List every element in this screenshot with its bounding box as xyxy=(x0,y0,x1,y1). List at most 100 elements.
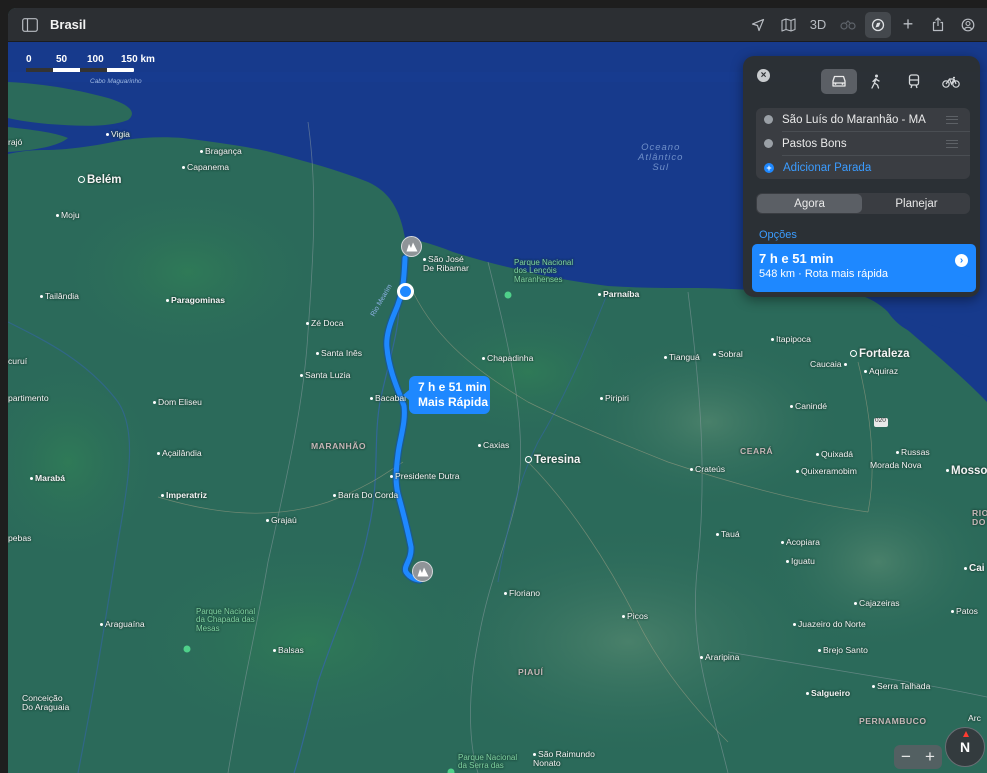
stop-destination[interactable]: Pastos Bons xyxy=(756,132,970,155)
city-label: curuí xyxy=(8,356,28,366)
plan-tab[interactable]: Planejar xyxy=(895,197,938,210)
add-stop-button[interactable]: + Adicionar Parada xyxy=(756,156,970,179)
route-callout-label: Mais Rápida xyxy=(418,395,489,409)
city-label: Morada Nova xyxy=(870,460,922,470)
city-label: Cajazeiras xyxy=(854,598,900,608)
city-label: Paragominas xyxy=(166,295,225,305)
route-callout-time: 7 h e 51 min xyxy=(418,380,487,394)
park-label: Parque Nacional dos Lençóis Maranhenses xyxy=(514,258,574,284)
tracking-icon[interactable] xyxy=(865,11,891,38)
city-label: São Raimundo Nonato xyxy=(533,749,595,769)
route-details-chevron-icon[interactable]: › xyxy=(955,254,968,267)
stop-origin[interactable]: São Luís do Maranhão - MA xyxy=(756,108,970,131)
city-label: Vigia xyxy=(106,129,130,139)
city-label: Barra Do Corda xyxy=(333,490,398,500)
reorder-handle-icon[interactable] xyxy=(946,116,958,124)
maps-window: Brasil 3D + xyxy=(8,8,987,773)
city-label-teresina: Teresina xyxy=(525,454,580,466)
route-option-time: 7 h e 51 min xyxy=(759,251,834,266)
city-label: Itapipoca xyxy=(771,334,811,344)
sidebar-toggle-icon[interactable] xyxy=(22,17,38,32)
add-stop-label: Adicionar Parada xyxy=(783,161,872,174)
origin-pin[interactable] xyxy=(401,236,422,257)
account-icon[interactable] xyxy=(955,12,981,38)
city-label: Araguaína xyxy=(100,619,145,629)
destination-pin[interactable] xyxy=(412,561,433,582)
city-label: Mosso xyxy=(946,465,987,477)
route-option-detail: 548 km · Rota mais rápida xyxy=(759,268,888,280)
map-mode-icon[interactable] xyxy=(775,12,801,38)
city-label: Aquiraz xyxy=(864,366,898,376)
landmark-icon xyxy=(406,242,417,251)
compass-button[interactable]: N xyxy=(945,727,985,767)
now-tab[interactable]: Agora xyxy=(757,194,862,213)
map-canvas[interactable]: 0 50 100 150 km Cabo Maguarinho Oceano A… xyxy=(8,42,987,773)
city-label: Cai xyxy=(964,563,985,575)
city-label: Zé Doca xyxy=(306,318,343,328)
city-label: Tauá xyxy=(716,529,740,539)
city-label: Caxias xyxy=(478,440,509,450)
city-label: pebas xyxy=(8,533,32,543)
park-label: Parque Nacional da Serra das xyxy=(458,753,518,771)
transit-mode-button[interactable] xyxy=(896,69,932,94)
city-label: Capanema xyxy=(182,162,229,172)
state-label: CEARÁ xyxy=(740,446,774,456)
city-label: Quixeramobim xyxy=(796,466,857,476)
city-label: Caucaia xyxy=(810,359,849,369)
city-label: Acopiara xyxy=(781,537,820,547)
ocean-label: Oceano Atlântico Sul xyxy=(638,142,684,173)
city-label: Picos xyxy=(622,611,648,621)
title-bar: Brasil 3D + xyxy=(8,8,987,42)
share-icon[interactable] xyxy=(925,12,951,38)
city-label: Araripina xyxy=(700,652,739,662)
add-icon[interactable]: + xyxy=(902,14,914,34)
close-button[interactable]: × xyxy=(757,69,770,82)
city-label: Russas xyxy=(896,447,930,457)
drive-mode-button[interactable] xyxy=(821,69,857,94)
bike-icon xyxy=(942,76,961,88)
state-label: RIO DO xyxy=(972,508,987,528)
city-label: Iguatu xyxy=(786,556,815,566)
city-label: Moju xyxy=(56,210,80,220)
scale-tick-100: 100 xyxy=(87,54,104,65)
city-label: Patos xyxy=(951,606,978,616)
add-stop-icon: + xyxy=(764,162,774,173)
look-around-icon xyxy=(835,12,861,38)
window-title: Brasil xyxy=(50,17,87,32)
route-callout[interactable]: 7 h e 51 min Mais Rápida xyxy=(403,376,490,414)
options-link[interactable]: Opções xyxy=(759,229,797,241)
city-label: Santa Luzia xyxy=(300,370,350,380)
city-label: Dom Eliseu xyxy=(153,397,202,407)
train-icon xyxy=(908,74,919,89)
state-label: PERNAMBUCO xyxy=(859,716,927,726)
city-label: partimento xyxy=(8,393,49,403)
city-label: Sobral xyxy=(713,349,743,359)
city-label: Crateús xyxy=(690,464,725,474)
city-label: Parnaíba xyxy=(598,289,639,299)
location-arrow-icon[interactable] xyxy=(745,12,771,38)
city-label: Bragança xyxy=(200,146,242,156)
scale-tick-0: 0 xyxy=(26,54,32,65)
reorder-handle-icon[interactable] xyxy=(946,140,958,148)
scale-tick-150: 150 km xyxy=(121,54,155,65)
city-label: rajó xyxy=(8,137,23,147)
bike-mode-button[interactable] xyxy=(934,69,970,94)
city-label: Grajaú xyxy=(266,515,297,525)
3d-button[interactable]: 3D xyxy=(809,17,827,32)
scale-bar: 0 50 100 150 km xyxy=(26,54,166,72)
city-label: Santa Inês xyxy=(316,348,362,358)
zoom-in-button[interactable]: + xyxy=(925,747,935,766)
route-start-marker[interactable] xyxy=(397,283,414,300)
compass-label: N xyxy=(959,739,971,755)
zoom-out-button[interactable]: − xyxy=(901,747,911,766)
route-option-card[interactable]: 7 h e 51 min 548 km · Rota mais rápida › xyxy=(752,244,976,292)
zoom-control: − + xyxy=(894,745,942,769)
walk-mode-button[interactable] xyxy=(859,69,895,94)
city-label-fortaleza: Fortaleza xyxy=(850,348,910,360)
stops-list: São Luís do Maranhão - MA Pastos Bons + … xyxy=(756,108,970,179)
city-label: Arc xyxy=(968,713,981,723)
toolbar: 3D + xyxy=(743,8,983,41)
stop-destination-label: Pastos Bons xyxy=(782,137,847,150)
stop-marker-icon xyxy=(764,139,773,148)
car-icon xyxy=(832,75,846,87)
